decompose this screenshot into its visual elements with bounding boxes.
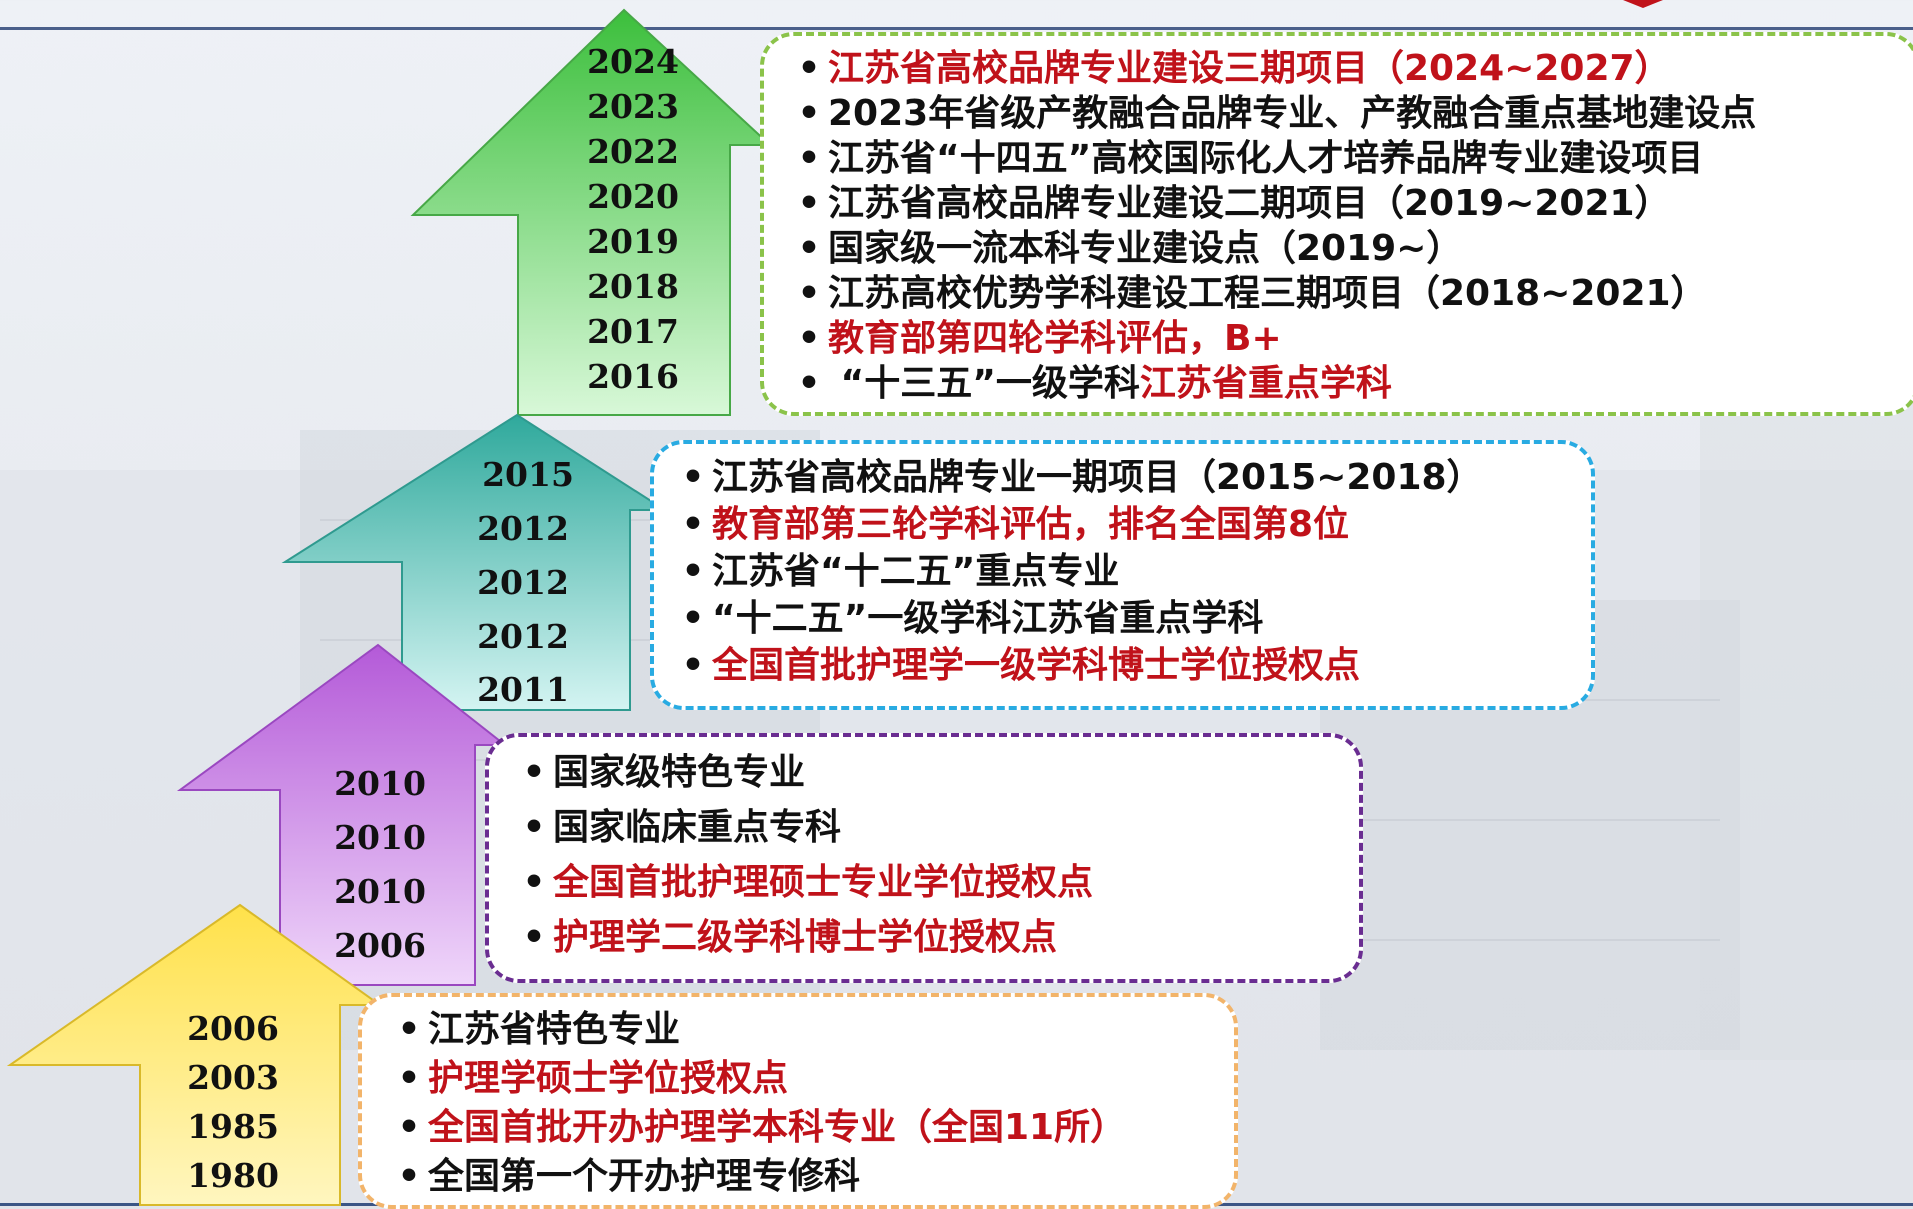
year-label: 1980: [187, 1156, 279, 1195]
year-label: 2010: [334, 818, 426, 857]
year-label: 2003: [187, 1058, 279, 1097]
step1-achievements-box: •江苏省特色专业 •护理学硕士学位授权点 •全国首批开办护理学本科专业（全国11…: [358, 993, 1238, 1209]
year-label: 1985: [187, 1107, 279, 1146]
year-label: 2020: [587, 177, 679, 216]
achievement-item: •2023年省级产教融合品牌专业、产教融合重点基地建设点: [797, 93, 1757, 134]
achievement-item: •国家临床重点专科: [522, 807, 842, 848]
achievement-item: •江苏省“十二五”重点专业: [681, 551, 1120, 592]
header-divider: [0, 27, 1913, 30]
achievement-item: •全国首批护理硕士专业学位授权点: [522, 862, 1094, 903]
year-label: 2019: [587, 222, 679, 261]
achievement-item: • “十三五”一级学科江苏省重点学科: [797, 363, 1392, 404]
step3-achievements-box: •江苏省高校品牌专业一期项目（2015~2018） •教育部第三轮学科评估，排名…: [650, 440, 1595, 710]
achievement-item: •“十二五”一级学科江苏省重点学科: [681, 598, 1264, 639]
year-label: 2012: [477, 509, 569, 548]
year-label: 2010: [334, 872, 426, 911]
achievement-item: •国家级一流本科专业建设点（2019~）: [797, 228, 1463, 269]
corner-logo-fragment: [1623, 0, 1663, 8]
achievement-item: •全国首批护理学一级学科博士学位授权点: [681, 645, 1361, 686]
achievement-item: •教育部第四轮学科评估，B+: [797, 318, 1282, 359]
step4-achievements-box: •江苏省高校品牌专业建设三期项目（2024~2027） •2023年省级产教融合…: [760, 32, 1913, 416]
year-label: 2006: [187, 1009, 279, 1048]
achievement-item: •江苏省高校品牌专业建设三期项目（2024~2027）: [797, 48, 1671, 89]
achievement-item: •全国第一个开办护理专修科: [397, 1156, 861, 1197]
year-label: 2015: [482, 455, 574, 494]
year-label: 2006: [334, 926, 426, 965]
achievement-item: •全国首批开办护理学本科专业（全国11所）: [397, 1107, 1127, 1148]
year-label: 2017: [587, 312, 679, 351]
year-label: 2011: [477, 670, 569, 709]
year-label: 2023: [587, 87, 679, 126]
year-label: 2012: [477, 617, 569, 656]
achievement-item: •护理学二级学科博士学位授权点: [522, 917, 1058, 958]
year-label: 2016: [587, 357, 679, 396]
year-label: 2024: [587, 42, 679, 81]
achievement-item: •教育部第三轮学科评估，排名全国第8位: [681, 504, 1350, 545]
achievement-item: •江苏省特色专业: [397, 1009, 681, 1050]
achievement-item: •国家级特色专业: [522, 752, 806, 793]
year-label: 2022: [587, 132, 679, 171]
achievement-item: •护理学硕士学位授权点: [397, 1058, 789, 1099]
achievement-item: •江苏省“十四五”高校国际化人才培养品牌专业建设项目: [797, 138, 1704, 179]
step2-achievements-box: •国家级特色专业 •国家临床重点专科 •全国首批护理硕士专业学位授权点 •护理学…: [485, 733, 1363, 983]
year-label: 2010: [334, 764, 426, 803]
achievement-item: •江苏高校优势学科建设工程三期项目（2018~2021）: [797, 273, 1707, 314]
achievement-item: •江苏省高校品牌专业一期项目（2015~2018）: [681, 457, 1483, 498]
year-label: 2018: [587, 267, 679, 306]
achievement-item: •江苏省高校品牌专业建设二期项目（2019~2021）: [797, 183, 1671, 224]
year-label: 2012: [477, 563, 569, 602]
